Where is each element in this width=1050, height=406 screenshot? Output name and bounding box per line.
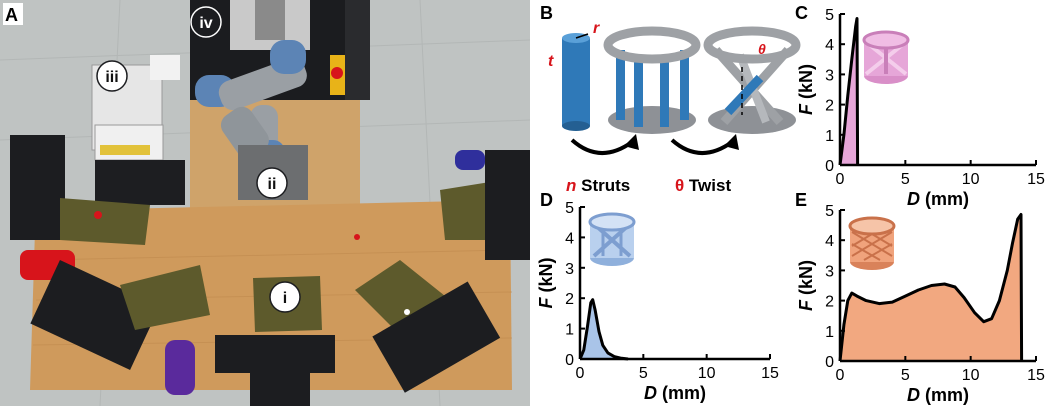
callout-i: i (269, 281, 301, 313)
y-tick-label: 5 (825, 7, 834, 24)
y-tick-label: 4 (565, 230, 574, 247)
y-tick-label: 1 (565, 322, 574, 339)
arrow-struts (570, 138, 634, 155)
svg-text:i: i (283, 290, 287, 307)
x-tick-label: 0 (836, 171, 845, 188)
panel-a-letter: A (5, 5, 18, 25)
label-t: t (548, 53, 554, 70)
x-axis-title: D (mm) (644, 383, 706, 403)
strut-diagram: r t (548, 20, 600, 131)
area-fill-e (840, 214, 1022, 361)
x-tick-label: 15 (1027, 171, 1045, 188)
y-tick-label: 1 (825, 128, 834, 145)
y-tick-label: 3 (825, 67, 834, 84)
x-tick-label: 10 (698, 365, 716, 382)
panel-c-letter: C (795, 3, 808, 23)
label-theta-twist: θ Twist (675, 176, 731, 195)
x-tick-label: 5 (901, 171, 910, 188)
label-n-struts: n Struts (566, 176, 630, 195)
y-tick-label: 5 (825, 203, 834, 220)
y-tick-label: 0 (565, 352, 574, 369)
x-tick-label: 5 (901, 367, 910, 384)
panel-d-letter: D (540, 190, 553, 210)
label-r: r (593, 20, 600, 37)
force-curve-d (578, 298, 629, 361)
twisted-lattice: θ (703, 26, 801, 134)
panel-a-photo: iv iii ii i A (0, 0, 531, 406)
svg-text:iii: iii (105, 69, 118, 86)
callout-iii: iii (96, 60, 128, 92)
force-curve-e (838, 213, 1024, 362)
x-axis-title: D (mm) (907, 189, 969, 209)
printers (10, 135, 530, 406)
y-tick-label: 2 (565, 291, 574, 308)
y-tick-label: 1 (825, 324, 834, 341)
callout-iv: iv (190, 6, 222, 38)
area-fill-d (580, 299, 629, 359)
y-tick-label: 2 (825, 294, 834, 311)
y-tick-label: 4 (825, 37, 834, 54)
y-tick-label: 3 (565, 261, 574, 278)
x-tick-label: 0 (576, 365, 585, 382)
callout-ii: ii (256, 167, 288, 199)
svg-text:iv: iv (199, 15, 212, 32)
y-tick-label: 2 (825, 98, 834, 115)
straight-lattice (603, 26, 701, 134)
svg-text:ii: ii (268, 176, 277, 193)
y-tick-label: 4 (825, 233, 834, 250)
inset-pink-lattice (862, 30, 910, 84)
x-tick-label: 0 (836, 367, 845, 384)
x-tick-label: 15 (1027, 367, 1045, 384)
arrow-twist (670, 138, 734, 155)
x-tick-label: 10 (962, 171, 980, 188)
y-axis-title: F (kN) (796, 64, 816, 115)
inset-orange-lattice (848, 216, 896, 270)
inset-blue-lattice (588, 212, 636, 266)
y-tick-label: 5 (565, 200, 574, 217)
label-theta-small: θ (758, 41, 766, 57)
y-tick-label: 0 (825, 354, 834, 371)
x-tick-label: 5 (639, 365, 648, 382)
y-tick-label: 3 (825, 263, 834, 280)
x-tick-label: 15 (761, 365, 779, 382)
x-axis-title: D (mm) (907, 385, 969, 405)
y-axis-title: F (kN) (796, 260, 816, 311)
y-axis-title: F (kN) (536, 257, 556, 308)
panel-b-letter: B (540, 3, 553, 23)
x-tick-label: 10 (962, 367, 980, 384)
y-tick-label: 0 (825, 158, 834, 175)
panel-b-schematic: B r t θ (540, 3, 801, 195)
panel-e-letter: E (795, 190, 807, 210)
